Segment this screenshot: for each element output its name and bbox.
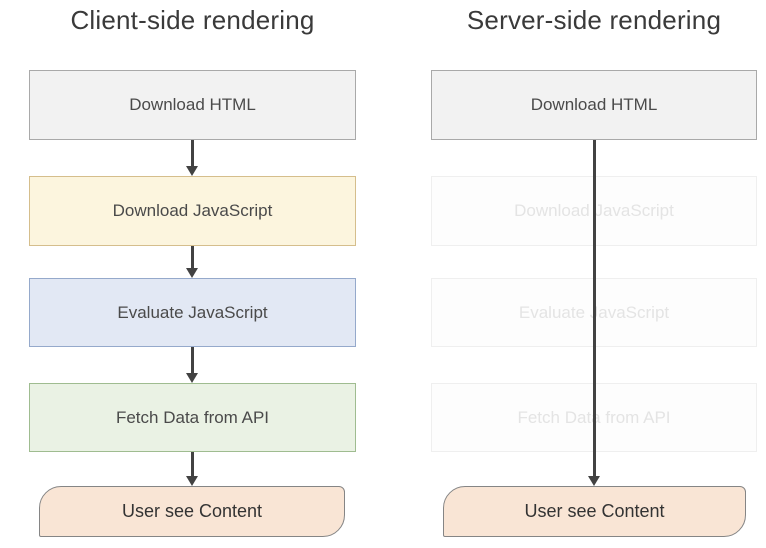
long-down-arrow-icon <box>588 140 600 486</box>
csr-step-download-javascript: Download JavaScript <box>29 176 356 246</box>
csr-step-fetch-data-from-api: Fetch Data from API <box>29 383 356 452</box>
arrow-head <box>186 476 198 486</box>
csr-step-download-html: Download HTML <box>29 70 356 140</box>
arrow-head <box>186 166 198 176</box>
arrow-shaft <box>190 246 194 268</box>
csr-step-user-see-content: User see Content <box>39 486 345 537</box>
down-arrow-icon <box>186 347 198 383</box>
arrow-shaft <box>190 452 194 476</box>
down-arrow-icon <box>186 140 198 176</box>
ssr-step-user-see-content: User see Content <box>443 486 746 537</box>
down-arrow-icon <box>186 246 198 278</box>
arrow-head <box>186 373 198 383</box>
server-side-title: Server-side rendering <box>466 5 722 35</box>
down-arrow-icon <box>186 452 198 486</box>
ssr-step-download-html: Download HTML <box>431 70 757 140</box>
csr-step-evaluate-javascript: Evaluate JavaScript <box>29 278 356 347</box>
arrow-shaft <box>190 347 194 373</box>
arrow-head <box>186 268 198 278</box>
arrow-head <box>588 476 600 486</box>
arrow-shaft <box>190 140 194 166</box>
client-side-title: Client-side rendering <box>70 5 315 35</box>
arrow-shaft <box>592 140 596 476</box>
